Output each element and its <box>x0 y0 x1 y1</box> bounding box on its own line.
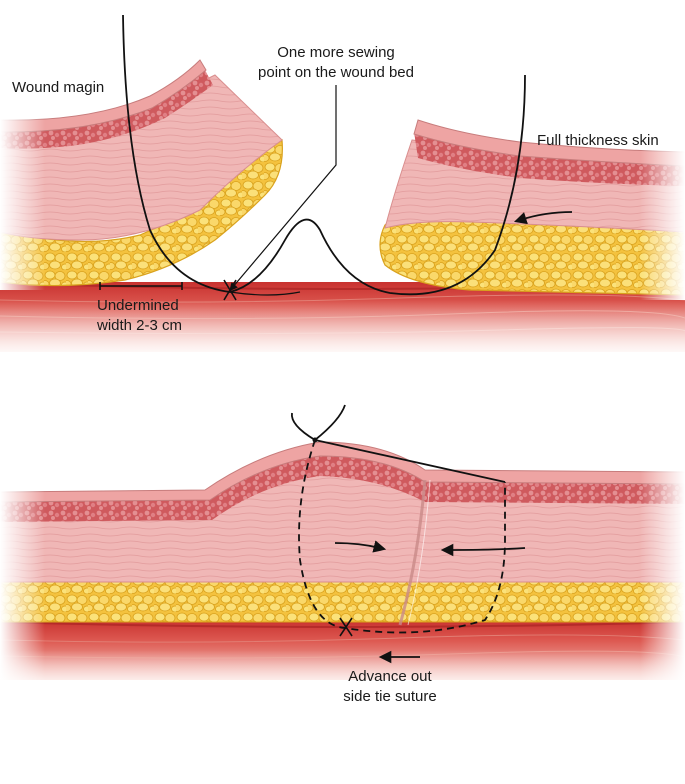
epidermis-bottom <box>0 441 685 503</box>
advance-label-line1: Advance out <box>348 668 432 685</box>
leader-line <box>229 85 337 292</box>
wound-margin-label: Wound magin <box>12 79 105 96</box>
arrow-left-flap <box>334 540 387 553</box>
arrow-right-flap <box>440 543 526 557</box>
left-skin-flap <box>0 59 283 290</box>
sewing-point-label-line2: point on the wound bed <box>258 64 414 81</box>
undermined-label-line1: Undermined <box>97 297 179 314</box>
undermined-label-line2: width 2-3 cm <box>97 317 183 334</box>
stitch-knot-bottom <box>339 617 353 637</box>
bottom-panel <box>0 404 685 695</box>
advance-label-line2: side tie suture <box>343 688 437 705</box>
full-thickness-label: Full thickness skin <box>537 132 659 149</box>
advance-arrow-top <box>513 211 573 225</box>
sewing-point-label-line1: One more sewing <box>277 44 395 61</box>
suture-top <box>122 14 526 296</box>
fat-layer-bottom <box>0 579 685 623</box>
knot-tails <box>291 404 346 441</box>
top-panel <box>0 14 685 360</box>
undermined-bracket <box>99 282 183 290</box>
wound-junction <box>398 479 427 626</box>
right-skin-flap <box>379 110 685 300</box>
